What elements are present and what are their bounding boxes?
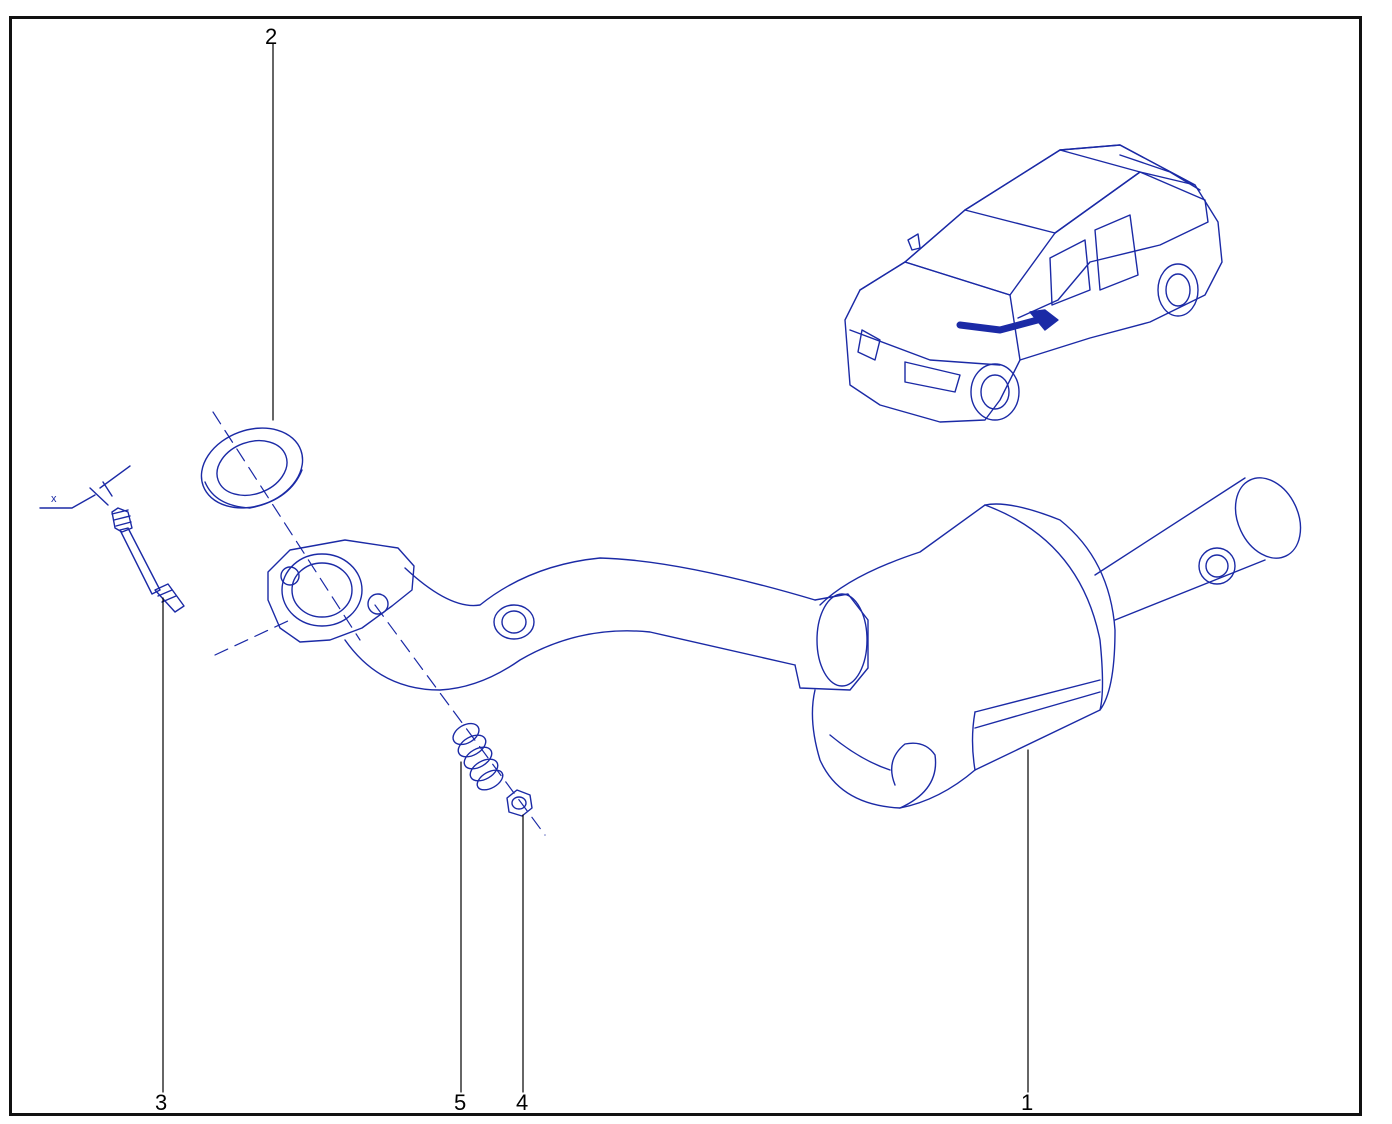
stud-part (39, 465, 185, 613)
callout-2: 2 (265, 24, 277, 49)
callout-3: 3 (155, 1090, 167, 1115)
dimension-x-label: x (51, 493, 57, 505)
vehicle-location-illustration (844, 144, 1223, 423)
spring-part (452, 722, 504, 791)
assembly-centerlines (212, 411, 546, 836)
callout-4: 4 (516, 1090, 528, 1115)
catalytic-converter-part (267, 477, 1302, 809)
callout-leaders (162, 43, 1029, 1093)
gasket-part (200, 427, 304, 509)
callout-1: 1 (1021, 1090, 1033, 1115)
nut-part (506, 789, 533, 817)
diagram-frame (9, 16, 1362, 1116)
callout-5: 5 (454, 1090, 466, 1115)
